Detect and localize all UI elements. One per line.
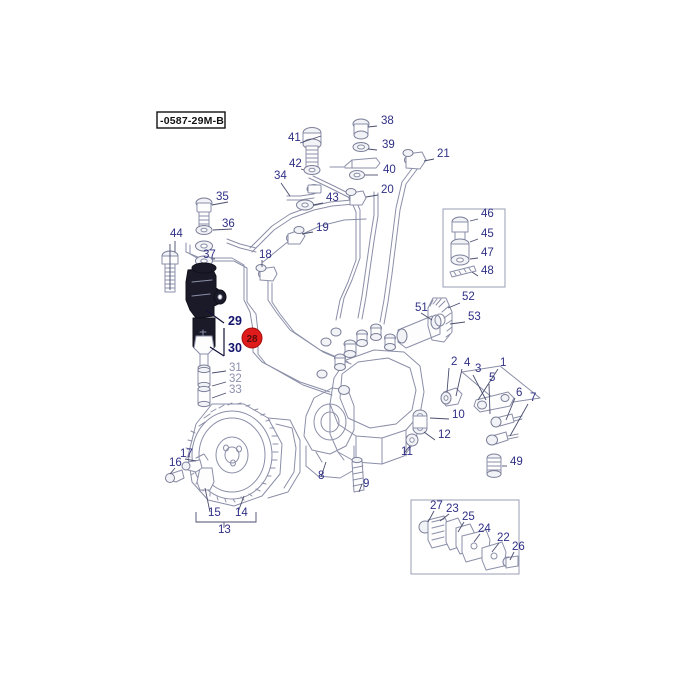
injection-pump-body [303, 323, 425, 479]
fuel-line-group [185, 165, 419, 396]
callout-number: 25 [462, 511, 475, 523]
callout-number: 35 [216, 191, 229, 203]
callout-number: 9 [363, 478, 369, 490]
code-label-text: -0587-29M-B [160, 115, 224, 127]
callout-number: 34 [274, 170, 287, 182]
fitting-18 [255, 264, 278, 282]
callout-number: 52 [462, 291, 475, 303]
callout-number: 26 [512, 541, 525, 553]
callout-number: 41 [288, 132, 301, 144]
highlight-badge-28[interactable]: 28 [241, 327, 263, 349]
callout-number: 48 [481, 265, 494, 277]
callout-number: 40 [383, 164, 396, 176]
callout-number: 36 [222, 218, 235, 230]
right-parts-1-7 [440, 365, 541, 446]
callout-number: 18 [259, 249, 272, 261]
callout-number: 16 [169, 457, 182, 469]
callout-number: 43 [326, 192, 339, 204]
parts-10-12 [412, 409, 428, 435]
callout-number: 39 [382, 139, 395, 151]
callout-number: 30 [228, 341, 242, 355]
lower-right-inset [410, 499, 520, 575]
callout-number: 20 [381, 184, 394, 196]
parts-8-9 [351, 456, 365, 493]
callout-number: 11 [401, 446, 413, 458]
fitting-19 [286, 226, 306, 245]
code-label: -0587-29M-B [156, 111, 226, 129]
pipe-unions [316, 327, 350, 395]
highlight-badge-number: 28 [246, 334, 258, 345]
timing-gear-assembly [185, 402, 301, 507]
leader-lines [169, 125, 529, 561]
callout-number: 38 [381, 115, 394, 127]
callout-number: 6 [516, 387, 522, 399]
callout-number: 8 [318, 470, 324, 482]
part-51-cylinder [396, 314, 442, 349]
callout-number: 2 [451, 356, 457, 368]
callout-number: 14 [235, 507, 248, 519]
stack-30-33 [193, 329, 215, 408]
upper-right-inset [442, 208, 506, 288]
stack-35-37 [195, 197, 213, 267]
callout-number: 12 [438, 429, 451, 441]
callout-number: 53 [468, 311, 481, 323]
fitting-group-41-42 [302, 127, 322, 175]
callout-number: 19 [316, 222, 329, 234]
small-parts-15-17 [165, 453, 215, 491]
fitting-21 [402, 149, 427, 170]
callout-number: 5 [489, 372, 495, 384]
callout-number: 37 [203, 249, 216, 261]
callout-number: 22 [497, 532, 510, 544]
callout-number: 33 [229, 384, 242, 396]
callout-number: 3 [475, 363, 481, 375]
callout-number: 51 [415, 302, 428, 314]
callout-number: 42 [289, 158, 302, 170]
callout-number: 15 [208, 507, 221, 519]
highlight-badge-circle[interactable] [241, 327, 263, 349]
callout-number: 23 [446, 503, 459, 515]
callout-number: 21 [437, 148, 450, 160]
delivery-valves [334, 323, 396, 371]
callout-number: 1 [500, 357, 506, 369]
callout-number: 45 [481, 228, 494, 240]
callout-number: 44 [170, 228, 183, 240]
fitting-20 [345, 188, 367, 206]
part-49-plug [486, 453, 502, 478]
code-label-box [156, 111, 226, 129]
callout-number: 4 [464, 357, 471, 369]
callout-number: 24 [478, 523, 491, 535]
callout-number: 27 [430, 500, 443, 512]
callout-number: 46 [481, 208, 494, 220]
callout-number: 13 [218, 524, 231, 536]
callout-number: 49 [510, 456, 523, 468]
fitting-group-38-40 [329, 118, 381, 180]
callout-number: 47 [481, 247, 494, 259]
fitting-43 [296, 184, 322, 211]
callout-number: 10 [452, 409, 465, 421]
callout-number: 7 [530, 392, 536, 404]
callout-number: 29 [228, 314, 242, 328]
callout-number: 17 [180, 448, 193, 460]
part-52-53-bracket [427, 297, 453, 343]
callout-number: 31 [229, 362, 242, 374]
part-11 [405, 433, 419, 447]
callout-number: 32 [229, 373, 242, 385]
